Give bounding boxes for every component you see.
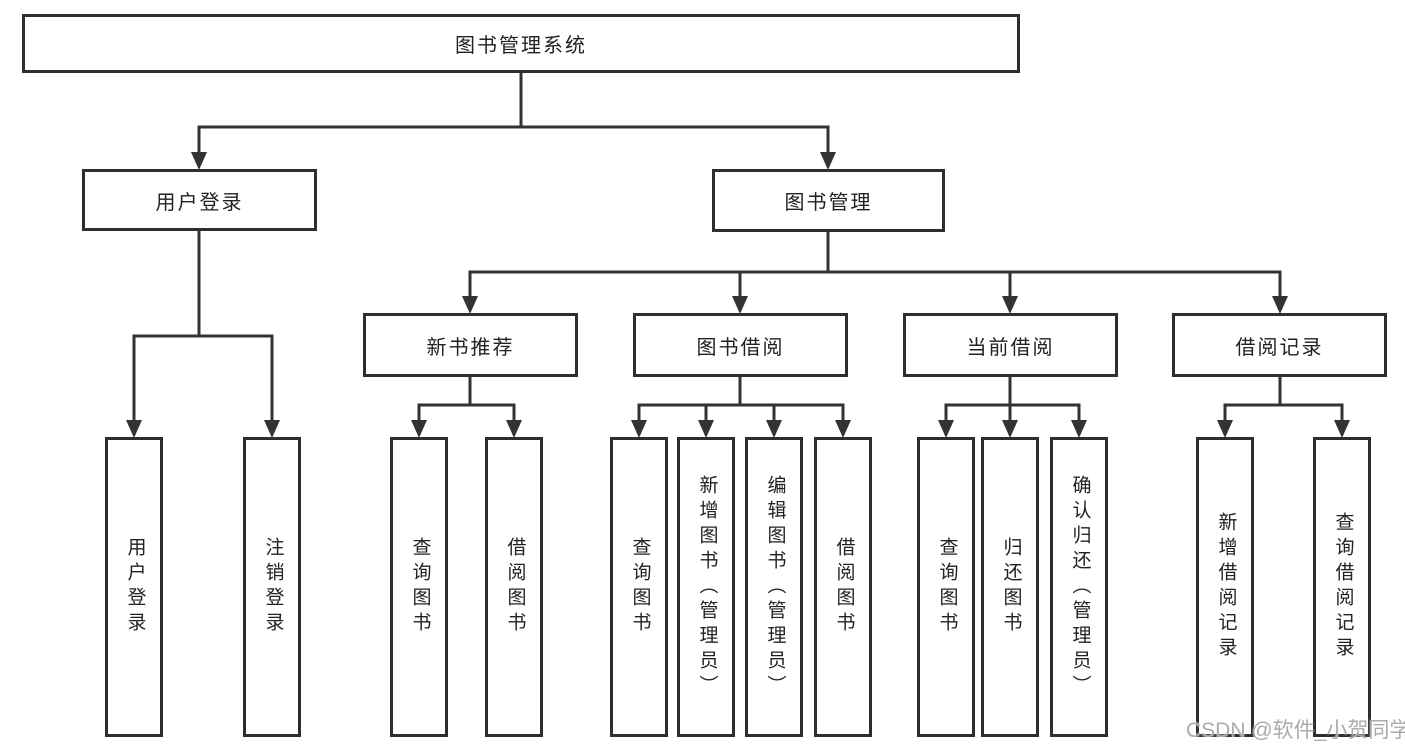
node-root-system: 图书管理系统 xyxy=(22,14,1020,73)
arrowhead xyxy=(732,296,748,314)
arrowhead xyxy=(1217,420,1233,438)
leaf-label: 查询图书 xyxy=(936,537,958,637)
arrowhead xyxy=(1334,420,1350,438)
leaf-label: 注销登录 xyxy=(262,537,284,637)
arrowhead xyxy=(698,420,714,438)
csdn-watermark: CSDN @软件_小贺同学 xyxy=(1186,719,1405,742)
arrowhead xyxy=(264,420,280,438)
arrowhead xyxy=(1002,420,1018,438)
arrowhead xyxy=(1272,296,1288,314)
node-new-book-recommend: 新书推荐 xyxy=(363,313,578,377)
tree-edges xyxy=(132,71,1344,424)
node-current-borrowing: 当前借阅 xyxy=(903,313,1118,377)
leaf-add-book-admin: 新增图书（管理员） xyxy=(677,437,735,737)
leaf-query-borrow-record: 查询借阅记录 xyxy=(1313,437,1371,737)
leaf-edit-book-admin: 编辑图书（管理员） xyxy=(745,437,803,737)
arrowhead xyxy=(766,420,782,438)
leaf-label: 归还图书 xyxy=(1000,537,1022,637)
node-borrowing-records: 借阅记录 xyxy=(1172,313,1387,377)
arrowhead xyxy=(631,420,647,438)
arrowhead xyxy=(820,152,836,170)
leaf-label: 查询图书 xyxy=(409,537,431,637)
leaf-label: 新增借阅记录 xyxy=(1215,512,1237,662)
leaf-borrow-books-borrowing: 借阅图书 xyxy=(814,437,872,737)
arrowhead xyxy=(506,420,522,438)
leaf-query-books-borrowing: 查询图书 xyxy=(610,437,668,737)
leaf-label: 查询图书 xyxy=(629,537,651,637)
leaf-label: 借阅图书 xyxy=(833,537,855,637)
leaf-label: 编辑图书（管理员） xyxy=(764,474,786,700)
arrowhead xyxy=(938,420,954,438)
leaf-label: 查询借阅记录 xyxy=(1332,512,1354,662)
leaf-query-books-current: 查询图书 xyxy=(917,437,975,737)
leaf-confirm-return-admin: 确认归还（管理员） xyxy=(1050,437,1108,737)
leaf-borrow-books-recommend: 借阅图书 xyxy=(485,437,543,737)
node-book-management-branch: 图书管理 xyxy=(712,169,945,232)
leaf-logout: 注销登录 xyxy=(243,437,301,737)
arrowhead xyxy=(126,420,142,438)
leaf-user-login: 用户登录 xyxy=(105,437,163,737)
arrowhead xyxy=(191,152,207,170)
leaf-return-book: 归还图书 xyxy=(981,437,1039,737)
arrowhead xyxy=(1002,296,1018,314)
arrowheads xyxy=(126,152,1350,438)
leaf-add-borrow-record: 新增借阅记录 xyxy=(1196,437,1254,737)
node-user-login-branch: 用户登录 xyxy=(82,169,317,231)
leaf-label: 新增图书（管理员） xyxy=(696,474,718,700)
arrowhead xyxy=(411,420,427,438)
leaf-label: 确认归还（管理员） xyxy=(1069,474,1091,700)
leaf-label: 用户登录 xyxy=(124,537,146,637)
leaf-label: 借阅图书 xyxy=(504,537,526,637)
arrowhead xyxy=(1071,420,1087,438)
arrowhead xyxy=(835,420,851,438)
arrowhead xyxy=(462,296,478,314)
leaf-query-books-recommend: 查询图书 xyxy=(390,437,448,737)
node-book-borrowing: 图书借阅 xyxy=(633,313,848,377)
